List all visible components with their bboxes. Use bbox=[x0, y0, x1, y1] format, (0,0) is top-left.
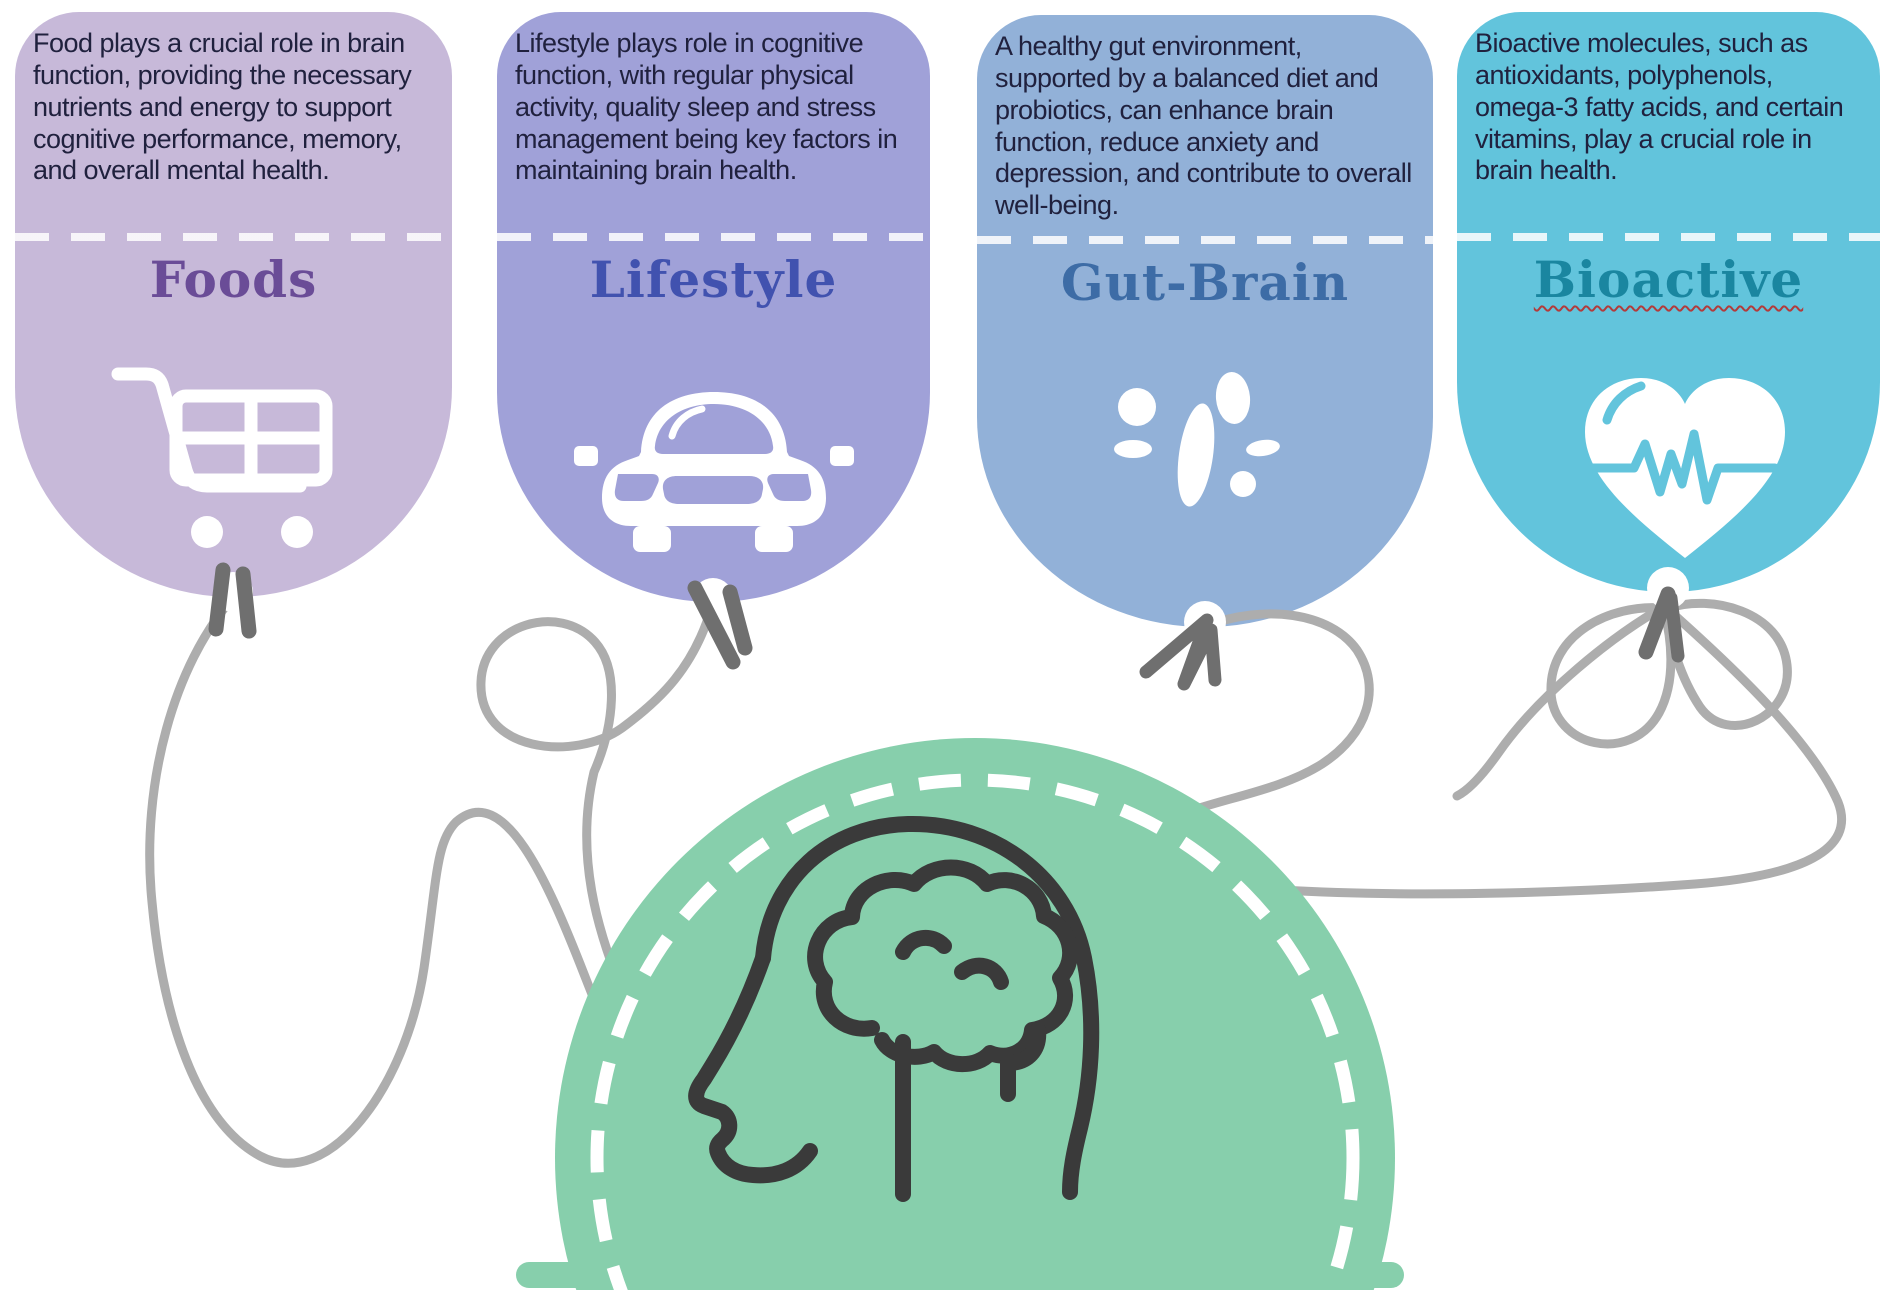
card-foods: Food plays a crucial role in brain funct… bbox=[15, 12, 452, 597]
card-bioactive: Bioactive molecules, such as antioxidant… bbox=[1457, 12, 1880, 592]
dashed-separator bbox=[15, 233, 452, 241]
string-gut-brain bbox=[1067, 609, 1374, 915]
ground-bar bbox=[516, 1262, 1404, 1288]
card-gut-brain: A healthy gut environment, supported by … bbox=[977, 15, 1433, 627]
foods-description: Food plays a crucial role in brain funct… bbox=[33, 28, 412, 186]
knot-gut-brain bbox=[1139, 613, 1222, 691]
dashed-separator bbox=[977, 236, 1433, 244]
dashed-separator bbox=[1457, 233, 1880, 241]
bioactive-title: Bioactive bbox=[1533, 250, 1804, 309]
gut-brain-description: A healthy gut environment, supported by … bbox=[995, 31, 1412, 221]
string-bioactive-loop-right bbox=[1663, 598, 1792, 730]
string-lifestyle bbox=[476, 601, 717, 1113]
center-circle bbox=[555, 738, 1395, 1290]
gut-brain-title: Gut-Brain bbox=[1060, 253, 1350, 312]
foods-title: Foods bbox=[149, 250, 318, 309]
balloon-strings bbox=[145, 595, 1847, 1168]
head-with-brain-icon bbox=[688, 815, 1100, 1202]
string-bioactive-tail-long bbox=[1107, 607, 1847, 899]
balloon-knots bbox=[208, 562, 1685, 691]
balloon-tip-notches bbox=[213, 567, 1689, 643]
string-bioactive-tail-left bbox=[1452, 601, 1670, 801]
string-foods bbox=[145, 595, 677, 1168]
dashed-ring bbox=[590, 773, 1360, 1290]
bioactive-description: Bioactive molecules, such as antioxidant… bbox=[1475, 28, 1844, 186]
lifestyle-description: Lifestyle plays role in cognitive functi… bbox=[515, 28, 898, 186]
dashed-separator bbox=[497, 233, 930, 241]
card-lifestyle: Lifestyle plays role in cognitive functi… bbox=[497, 12, 930, 602]
knot-bioactive bbox=[1638, 586, 1685, 663]
string-bioactive-loop-left bbox=[1546, 603, 1676, 749]
lifestyle-title: Lifestyle bbox=[589, 250, 838, 309]
